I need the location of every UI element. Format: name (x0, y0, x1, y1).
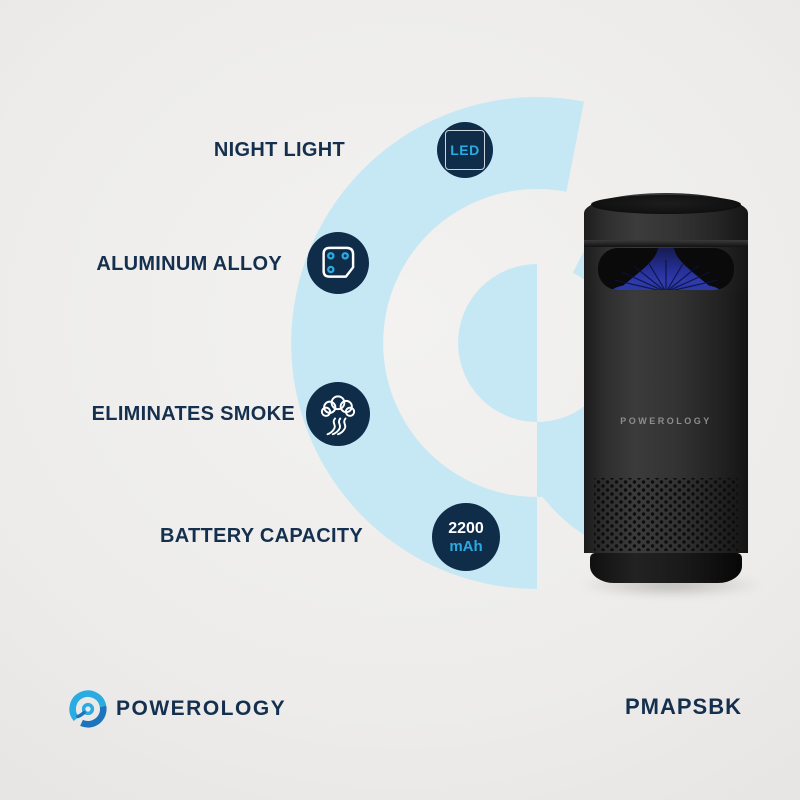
brand-ring-arc (291, 97, 584, 589)
eliminates-smoke-badge (306, 382, 370, 446)
brand-swirl-tail (537, 469, 596, 541)
product-image: POWEROLOGY (584, 193, 748, 584)
aluminum-plate-icon (322, 246, 355, 278)
feature-label-battery-capacity: BATTERY CAPACITY (160, 525, 363, 547)
powerology-logo-icon (69, 690, 107, 728)
product-cap-lip (584, 240, 748, 247)
product-grille (594, 478, 738, 551)
product-cap-top-face (591, 195, 741, 214)
battery-capacity-unit: mAh (449, 537, 483, 555)
led-badge: LED (437, 122, 493, 178)
battery-capacity-value: 2200 (448, 519, 484, 537)
led-badge-text: LED (450, 142, 480, 158)
product-cap (584, 193, 748, 247)
feature-label-aluminum-alloy: ALUMINUM ALLOY (96, 253, 282, 275)
battery-capacity-badge: 2200 mAh (432, 503, 500, 571)
footer-brand-name: POWEROLOGY (116, 697, 287, 720)
aluminum-alloy-badge (307, 232, 369, 294)
product-fan-window (584, 247, 748, 291)
led-square-icon: LED (445, 130, 485, 170)
feature-label-night-light: NIGHT LIGHT (213, 139, 345, 161)
footer-model-code: PMAPSBK (624, 694, 742, 719)
brand-inner-disk-left (458, 264, 537, 422)
smoke-cloud-icon (320, 395, 356, 436)
fan-cone-icon (612, 248, 720, 290)
feature-label-eliminates-smoke: ELIMINATES SMOKE (91, 403, 295, 425)
product-brand-text: POWEROLOGY (620, 416, 712, 426)
product-fan-opening (598, 248, 734, 290)
product-base (590, 553, 742, 583)
